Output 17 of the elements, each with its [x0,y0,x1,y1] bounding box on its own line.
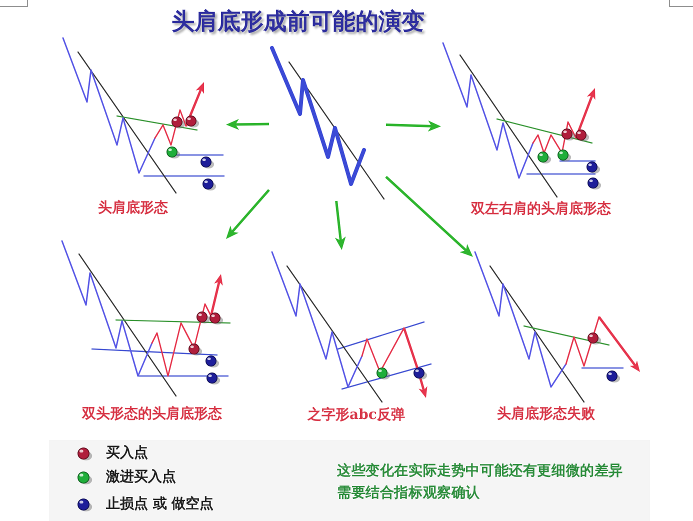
arrow [226,189,270,239]
arrow [385,176,473,257]
price-chart [269,45,386,201]
arrow [226,118,270,130]
chart-caption: 双头形态的头肩底形态 [82,406,222,422]
note-text: 这些变化在实际走势中可能还有更细微的差异 [337,463,623,480]
chart-caption: 头肩底形态失败 [497,406,595,422]
chart-caption: 头肩底形态 [98,200,168,216]
legend-label: 止损点 或 做空点 [106,496,214,512]
chart-caption: 双左右肩的头肩底形态 [471,201,611,218]
arrow [386,120,441,132]
arrow [334,200,346,250]
chart-caption: 之字形abc反弹 [308,407,405,424]
note-text: 需要结合指标观察确认 [337,485,480,502]
legend-label: 激进买入点 [106,469,176,486]
title: 头肩底形成前可能的演变 [172,9,424,36]
legend-label: 买入点 [106,445,148,462]
